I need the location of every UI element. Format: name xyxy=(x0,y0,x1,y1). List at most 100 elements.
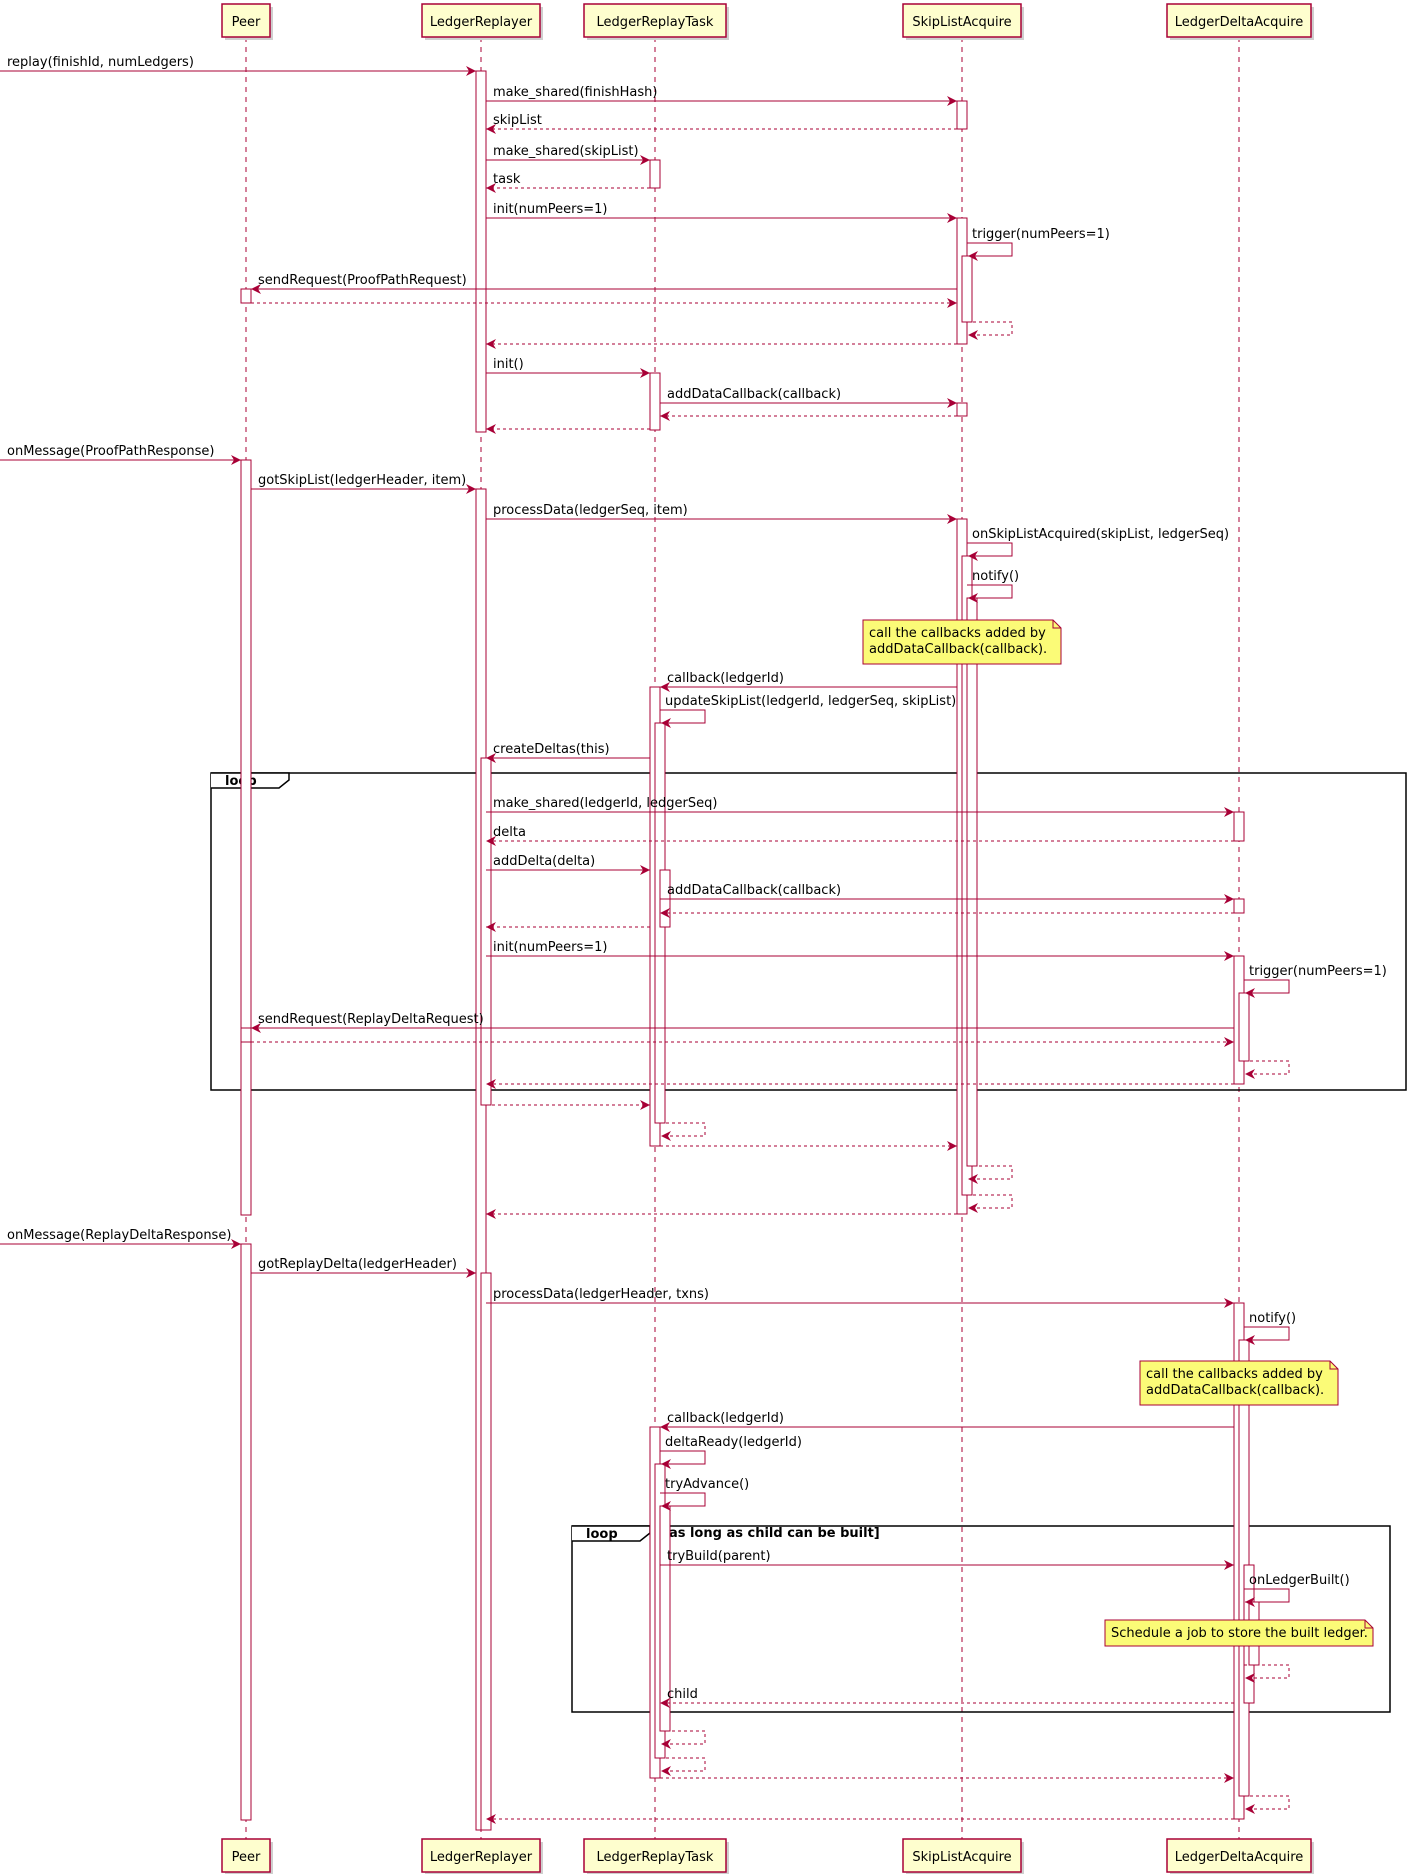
message xyxy=(1244,1795,1290,1814)
message xyxy=(1244,1664,1290,1683)
self-message-arrow xyxy=(1244,1588,1290,1607)
message: onSkipListAcquired(skipList, ledgerSeq) xyxy=(967,527,1229,561)
message-label: skipList xyxy=(493,113,542,128)
message: delta xyxy=(486,825,1234,846)
message: notify() xyxy=(1244,1311,1296,1345)
activation-bar xyxy=(1238,992,1250,1062)
self-message-arrow xyxy=(1244,1060,1290,1079)
participant-label: LedgerReplayTask xyxy=(597,1850,714,1865)
message: make_shared(skipList) xyxy=(486,144,650,165)
message-label: notify() xyxy=(972,569,1019,584)
note-line: Schedule a job to store the built ledger… xyxy=(1111,1626,1368,1641)
loop-frame-border xyxy=(571,1525,1391,1713)
participant-top-ledgerreplaytask: LedgerReplayTask xyxy=(583,3,729,40)
message-label: replay(finishId, numLedgers) xyxy=(7,55,194,70)
activation-bar xyxy=(649,159,661,189)
participant-box xyxy=(583,1838,727,1873)
message-label: deltaReady(ledgerId) xyxy=(665,1435,802,1450)
message-label: onLedgerBuilt() xyxy=(1249,1573,1350,1588)
participant-label: LedgerReplayer xyxy=(430,1850,533,1865)
self-message-arrow xyxy=(1244,1795,1290,1814)
lifelines xyxy=(245,37,1240,1840)
note: call the callbacks added byaddDataCallba… xyxy=(862,619,1062,665)
message-label: init(numPeers=1) xyxy=(493,202,608,217)
self-message-arrow xyxy=(967,542,1013,561)
message: gotSkipList(ledgerHeader, item) xyxy=(251,473,476,494)
notes: call the callbacks added byaddDataCallba… xyxy=(862,619,1374,1647)
message-label: callback(ledgerId) xyxy=(667,671,784,686)
participant-bottom-skiplistacquire: SkipListAcquire xyxy=(902,1838,1024,1874)
participant-box xyxy=(583,3,727,38)
note-line: call the callbacks added by xyxy=(869,626,1046,641)
participant-box xyxy=(902,1838,1022,1873)
participant-box xyxy=(1166,1838,1312,1873)
participant-bottom-ledgerreplayer: LedgerReplayer xyxy=(421,1838,543,1874)
self-message-arrow xyxy=(660,709,706,728)
activation-bar xyxy=(961,255,973,323)
activation-bar xyxy=(240,1243,252,1821)
message xyxy=(967,321,1013,340)
note-fold xyxy=(1364,1620,1373,1629)
message: replay(finishId, numLedgers) xyxy=(0,55,476,76)
self-message-arrow xyxy=(967,1165,1013,1184)
message: task xyxy=(486,172,650,193)
message xyxy=(660,1757,706,1776)
message: make_shared(finishHash) xyxy=(486,85,957,106)
message-label: processData(ledgerHeader, txns) xyxy=(493,1287,709,1302)
message: processData(ledgerSeq, item) xyxy=(486,503,957,524)
message xyxy=(1244,1060,1290,1079)
note: call the callbacks added byaddDataCallba… xyxy=(1139,1360,1339,1406)
participant-box xyxy=(1166,3,1312,38)
message-label: addDataCallback(callback) xyxy=(667,387,841,402)
self-message-arrow xyxy=(967,584,1013,603)
note-box xyxy=(1104,1619,1374,1647)
message-label: trigger(numPeers=1) xyxy=(1249,964,1387,979)
note-fold xyxy=(1052,620,1061,629)
message-label: child xyxy=(667,1687,698,1702)
message: tryBuild(parent) xyxy=(660,1549,1234,1570)
loop-frame: loop[as long as child can be built] xyxy=(571,1525,1391,1713)
self-message-arrow xyxy=(967,1194,1013,1213)
participant-bottom-ledgerreplaytask: LedgerReplayTask xyxy=(583,1838,729,1874)
message xyxy=(660,1122,706,1141)
activation-bar xyxy=(240,1027,252,1043)
message xyxy=(967,1165,1013,1184)
participant-label: LedgerReplayer xyxy=(430,15,533,30)
message: init(numPeers=1) xyxy=(486,202,957,223)
note-line: call the callbacks added by xyxy=(1146,1367,1323,1382)
participant-label: SkipListAcquire xyxy=(912,15,1011,30)
message-label: addDelta(delta) xyxy=(493,854,595,869)
note-box xyxy=(862,619,1062,665)
message: callback(ledgerId) xyxy=(660,1411,1234,1432)
participant-box xyxy=(221,3,271,38)
message: make_shared(ledgerId, ledgerSeq) xyxy=(486,796,1234,817)
message: addDelta(delta) xyxy=(486,854,650,875)
message: deltaReady(ledgerId) xyxy=(660,1435,802,1469)
participant-box xyxy=(902,3,1022,38)
participant-bottom-peer: Peer xyxy=(221,1838,273,1874)
participant-label: Peer xyxy=(232,15,261,30)
message-label: delta xyxy=(493,825,526,840)
message: updateSkipList(ledgerId, ledgerSeq, skip… xyxy=(660,694,956,728)
message: onMessage(ReplayDeltaResponse) xyxy=(0,1228,241,1249)
message: trigger(numPeers=1) xyxy=(967,227,1110,261)
message-label: gotReplayDelta(ledgerHeader) xyxy=(258,1257,457,1272)
activation-bar xyxy=(1233,898,1245,914)
self-message-arrow xyxy=(967,242,1013,261)
message-label: updateSkipList(ledgerId, ledgerSeq, skip… xyxy=(665,694,956,709)
note-line: addDataCallback(callback). xyxy=(869,642,1047,657)
self-message-arrow xyxy=(660,1450,706,1469)
message: init() xyxy=(486,357,650,378)
message: onLedgerBuilt() xyxy=(1244,1573,1350,1607)
message-label: onSkipListAcquired(skipList, ledgerSeq) xyxy=(972,527,1229,542)
participant-label: SkipListAcquire xyxy=(912,1850,1011,1865)
note-fold xyxy=(1329,1361,1338,1370)
note-line: addDataCallback(callback). xyxy=(1146,1383,1324,1398)
message: trigger(numPeers=1) xyxy=(1244,964,1387,998)
participant-top-ledgerdeltaacquire: LedgerDeltaAcquire xyxy=(1166,3,1314,40)
message: onMessage(ProofPathResponse) xyxy=(0,444,241,465)
message-label: onMessage(ProofPathResponse) xyxy=(7,444,214,459)
participant-label: LedgerDeltaAcquire xyxy=(1175,1850,1304,1865)
message: callback(ledgerId) xyxy=(660,671,957,692)
activation-bar xyxy=(956,402,968,417)
